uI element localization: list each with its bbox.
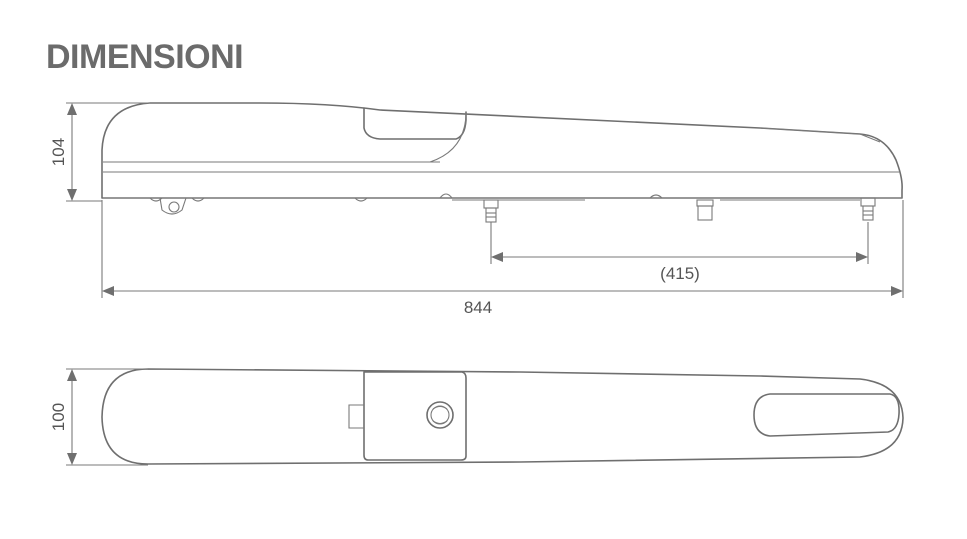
dimension-415 — [490, 222, 869, 264]
side-bolt-right — [860, 197, 876, 221]
side-view: 104 (415) 844 — [49, 102, 904, 317]
dimension-844 — [101, 200, 904, 298]
side-front-stripe — [759, 127, 881, 143]
side-bottom-fittings — [149, 193, 860, 215]
side-bolt-middle — [696, 199, 714, 221]
top-view: 100 — [49, 368, 904, 466]
top-cover-tab — [348, 404, 364, 429]
side-body-outline — [101, 102, 903, 199]
dimension-100 — [66, 368, 148, 466]
top-cover-plate — [363, 371, 467, 461]
top-front-window — [753, 393, 900, 437]
release-knob-icon — [426, 401, 454, 429]
dimension-415-label: (415) — [660, 264, 700, 283]
side-bolt-left — [483, 199, 499, 223]
dimension-104 — [66, 102, 150, 202]
dimension-104-label: 104 — [49, 138, 68, 166]
top-body-outline — [101, 368, 904, 465]
page-title: DIMENSIONI — [46, 38, 244, 76]
side-window — [363, 107, 467, 140]
dimension-844-label: 844 — [464, 298, 492, 317]
side-cover-curve — [429, 111, 467, 163]
dimension-100-label: 100 — [49, 403, 68, 431]
